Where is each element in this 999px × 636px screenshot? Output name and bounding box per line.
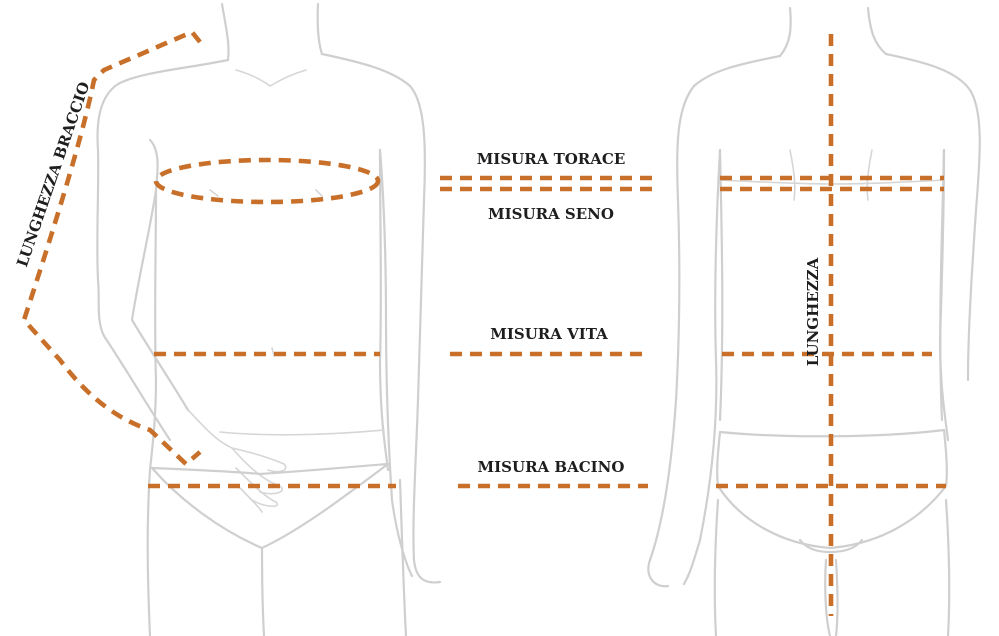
length-label: LUNGHEZZA <box>804 257 822 366</box>
front-left-arm-outline <box>97 60 228 440</box>
front-right-inner-arm-outline <box>380 150 412 576</box>
front-briefs-outline <box>148 464 406 636</box>
front-neck-outline <box>222 4 322 60</box>
arm-length-label: LUNGHEZZA BRACCIO <box>13 80 93 270</box>
front-left-inner-arm-outline <box>132 140 188 410</box>
back-neck-outline <box>780 8 886 56</box>
bust-label: MISURA SENO <box>488 205 614 223</box>
chest-label: MISURA TORACE <box>477 150 626 168</box>
front-collarbone-outline <box>210 70 322 356</box>
arm-length-line <box>24 32 200 464</box>
hip-label: MISURA BACINO <box>478 458 625 476</box>
back-right-arm-outline <box>886 54 980 380</box>
front-hand-outline <box>188 410 286 512</box>
waist-label: MISURA VITA <box>490 325 608 343</box>
front-waistband-outline <box>220 430 384 435</box>
front-chest-ellipse <box>156 160 378 202</box>
front-torso-outline <box>150 150 388 470</box>
front-figure <box>97 4 440 636</box>
back-left-inner-arm-outline <box>684 150 720 584</box>
